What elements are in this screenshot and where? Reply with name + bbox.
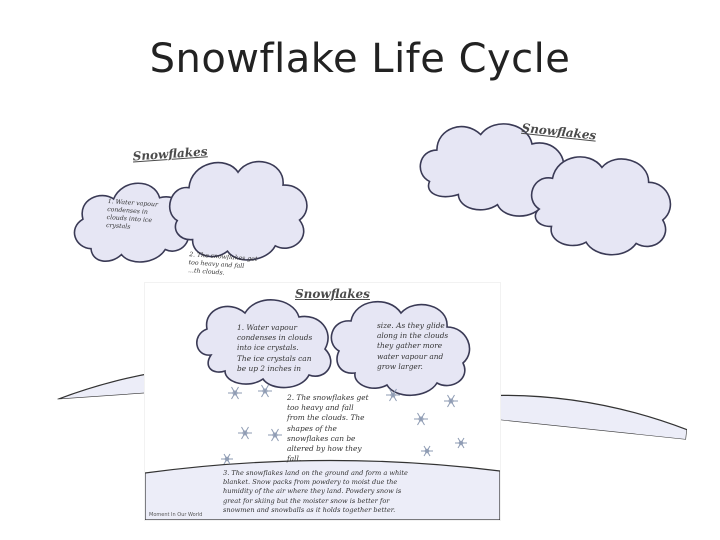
cloud-icon — [196, 299, 471, 396]
cloud-icon — [73, 160, 308, 263]
worksheet-right: Snowflakes — [387, 100, 719, 440]
worksheet-left-step2: 2. The snowflakes get too heavy and fall… — [187, 251, 258, 277]
step1-text: 1. Water vapour condenses in clouds into… — [237, 323, 313, 373]
worksheet-left-step1: 1. Water vapour condenses in clouds into… — [105, 198, 159, 231]
step1-continued-text: size. As they glide along in the clouds … — [377, 321, 449, 371]
credit-text: Moment In Our World — [149, 512, 203, 518]
worksheet-right-art — [387, 123, 688, 440]
step2-text: 2. The snowflakes get too heavy and fall… — [287, 393, 369, 464]
snowflake-icon — [221, 384, 467, 465]
slide-title: Snowflake Life Cycle — [149, 36, 571, 82]
worksheet-center: Snowflakes 1. Water vapour condenses in … — [145, 283, 500, 520]
step3-text: 3. The snowflakes land on the ground and… — [223, 469, 408, 514]
cloud-icon — [419, 123, 672, 256]
worksheet-center-art — [145, 299, 500, 520]
worksheet-center-title: Snowflakes — [295, 287, 370, 301]
